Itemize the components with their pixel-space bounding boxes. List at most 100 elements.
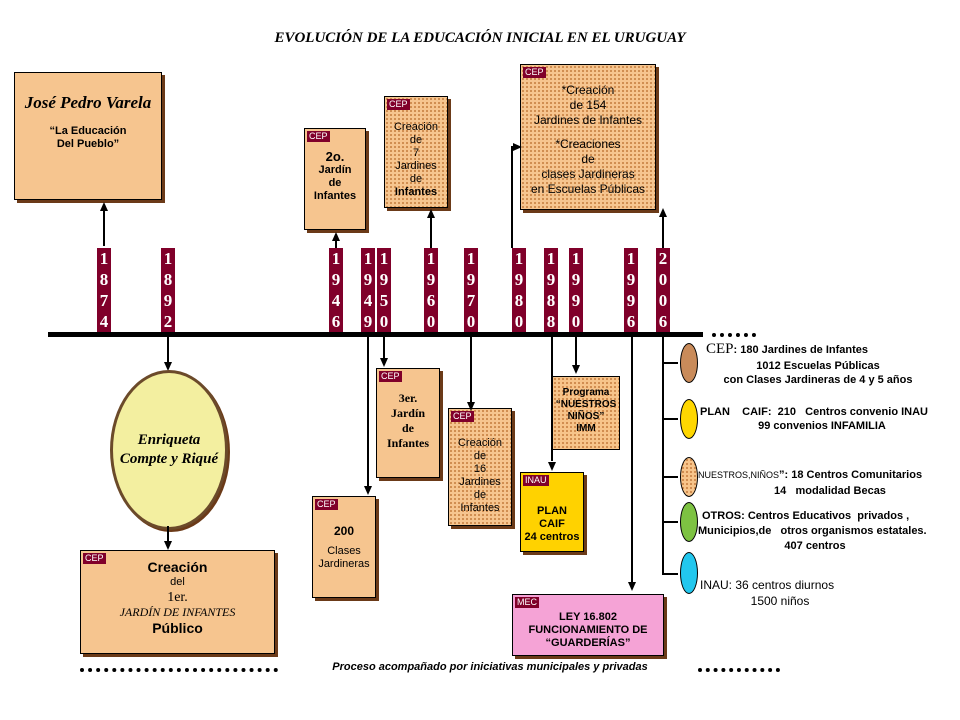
second-kinder-box: CEP 2o. Jardín de Infantes <box>304 128 366 230</box>
big-creation-line1: *Creación <box>561 83 615 97</box>
seven-kinder-box: CEP Creación de 7 Jardines de Infantes <box>384 96 448 208</box>
stat-cep-line3: con Clases Jardineras de 4 y 5 años <box>723 374 913 386</box>
arrow-1946 <box>332 232 340 241</box>
big-creation-line4: *Creaciones <box>555 137 621 151</box>
inau-badge: INAU <box>523 475 549 486</box>
arrow-1950 <box>380 358 388 367</box>
arrow-1960 <box>427 209 435 218</box>
timeline-axis <box>48 332 703 337</box>
third-kinder-line4: Infantes <box>386 436 429 450</box>
sixteen-kinder-line6: Infantes <box>460 502 500 514</box>
connector-1980 <box>511 146 513 248</box>
varela-box: José Pedro Varela “La Educación Del Pueb… <box>14 72 162 200</box>
arrow-1874 <box>100 202 108 211</box>
stat-caif-line2: 99 convenios INFAMILIA <box>758 420 886 432</box>
cep-badge: CEP <box>523 67 546 78</box>
footer-dots-right <box>698 668 780 672</box>
varela-quote-1: “La Educación <box>49 125 127 137</box>
plan-caif-line1: PLAN <box>537 505 567 517</box>
ley-line1: LEY 16.802 <box>559 611 617 623</box>
second-kinder-line4: Infantes <box>313 190 357 202</box>
connector-1874 <box>103 210 105 246</box>
cep-badge: CEP <box>83 553 106 564</box>
oval-nuestros-ninos <box>680 457 698 497</box>
compte-name-2: Compte y Riqué <box>119 451 219 467</box>
stat-nn-part-c: ”: 18 Centros Comunitarios <box>779 469 923 481</box>
third-kinder-line1: 3er. <box>398 391 418 405</box>
second-kinder-line1: 2o. <box>325 149 345 164</box>
first-kinder-box: CEP Creación del 1er. JARDÍN DE INFANTES… <box>80 550 275 654</box>
first-kinder-line2: del <box>170 576 185 588</box>
mec-badge: MEC <box>515 597 539 608</box>
nuestros-ninos-line4: IMM <box>576 423 596 434</box>
seven-kinder-line4: Jardines <box>395 160 437 172</box>
big-creation-line6: clases Jardineras <box>541 167 635 181</box>
connector-1990 <box>575 337 577 365</box>
plan-caif-line3: 24 centros <box>524 531 580 543</box>
connector-1970 <box>470 337 472 405</box>
third-kinder-line2: Jardín <box>390 406 425 420</box>
connector-compte <box>167 526 169 544</box>
connector-2006-up <box>662 214 664 248</box>
stat-nn-part-a: NUESTROS <box>698 470 749 480</box>
cep-badge: CEP <box>387 99 410 110</box>
plan-caif-box: INAU PLAN CAIF 24 centros <box>520 472 584 552</box>
connector-1988 <box>551 337 553 461</box>
sixteen-kinder-line5: de <box>473 489 487 501</box>
footer-note: Proceso acompañado por iniciativas munic… <box>332 661 648 673</box>
oval-cep <box>680 343 698 383</box>
seven-kinder-line5: de <box>409 173 423 185</box>
ley-line3: “GUARDERÍAS” <box>545 637 631 649</box>
connector-1892 <box>167 337 169 365</box>
bracket-1 <box>662 362 678 364</box>
second-kinder-line2: Jardín <box>318 164 352 176</box>
nuestros-ninos-line2: “NUESTROS <box>555 399 617 410</box>
ley-box: MEC LEY 16.802 FUNCIONAMIENTO DE “GUARDE… <box>512 594 664 656</box>
classes-200-box: CEP 200 Clases Jardineras <box>312 496 376 598</box>
big-creation-box: CEP *Creación de 154 Jardines de Infante… <box>520 64 656 210</box>
stat-otros-line2: Municipios,de otros organismos estatales… <box>698 525 927 537</box>
arrow-1988 <box>548 462 556 471</box>
timeline-continuation <box>712 333 756 337</box>
plan-caif-line2: CAIF <box>539 518 565 530</box>
first-kinder-line5: Público <box>152 620 203 636</box>
compte-name-1: Enriqueta <box>137 432 201 448</box>
stat-caif-line1: PLAN CAIF: 210 Centros convenio INAU <box>700 406 928 418</box>
arrow-1996 <box>628 582 636 591</box>
seven-kinder-line2: de <box>409 134 423 146</box>
sixteen-kinder-line3: 16 <box>473 463 487 475</box>
oval-caif <box>680 399 698 439</box>
big-creation-line2: de 154 <box>569 98 607 112</box>
ley-line2: FUNCIONAMIENTO DE <box>528 624 648 636</box>
cep-badge: CEP <box>307 131 330 142</box>
stat-nn-part-b: NIÑOS <box>750 470 780 480</box>
classes-200-line3: Jardineras <box>318 558 370 570</box>
stat-otros-line1: OTROS: Centros Educativos privados , <box>702 510 910 522</box>
second-kinder-line3: de <box>328 177 342 189</box>
first-kinder-line4: JARDÍN DE INFANTES <box>119 605 236 619</box>
big-creation-line3: Jardines de Infantes <box>533 113 643 127</box>
seven-kinder-line6: Infantes <box>394 186 438 198</box>
stat-nn-line1: NUESTROS,NIÑOS”: 18 Centros Comunitarios <box>698 469 923 481</box>
nuestros-ninos-box: Programa “NUESTROS NIÑOS” IMM <box>552 376 620 450</box>
connector-1949 <box>367 337 369 487</box>
bracket-5 <box>662 573 678 575</box>
sixteen-kinder-line1: Creación <box>457 437 503 449</box>
bracket-3 <box>662 476 678 478</box>
compte-oval: Enriqueta Compte y Riqué <box>110 370 228 530</box>
stat-cep-line1: : 180 Jardines de Infantes <box>733 344 869 356</box>
seven-kinder-line1: Creación <box>393 121 439 133</box>
page-title: EVOLUCIÓN DE LA EDUCACIÓN INICIAL EN EL … <box>274 30 686 46</box>
connector-2006 <box>662 337 664 575</box>
connector-1950 <box>383 337 385 359</box>
sixteen-kinder-box: CEP Creación de 16 Jardines de Infantes <box>448 408 512 526</box>
arrow-compte <box>164 541 172 550</box>
